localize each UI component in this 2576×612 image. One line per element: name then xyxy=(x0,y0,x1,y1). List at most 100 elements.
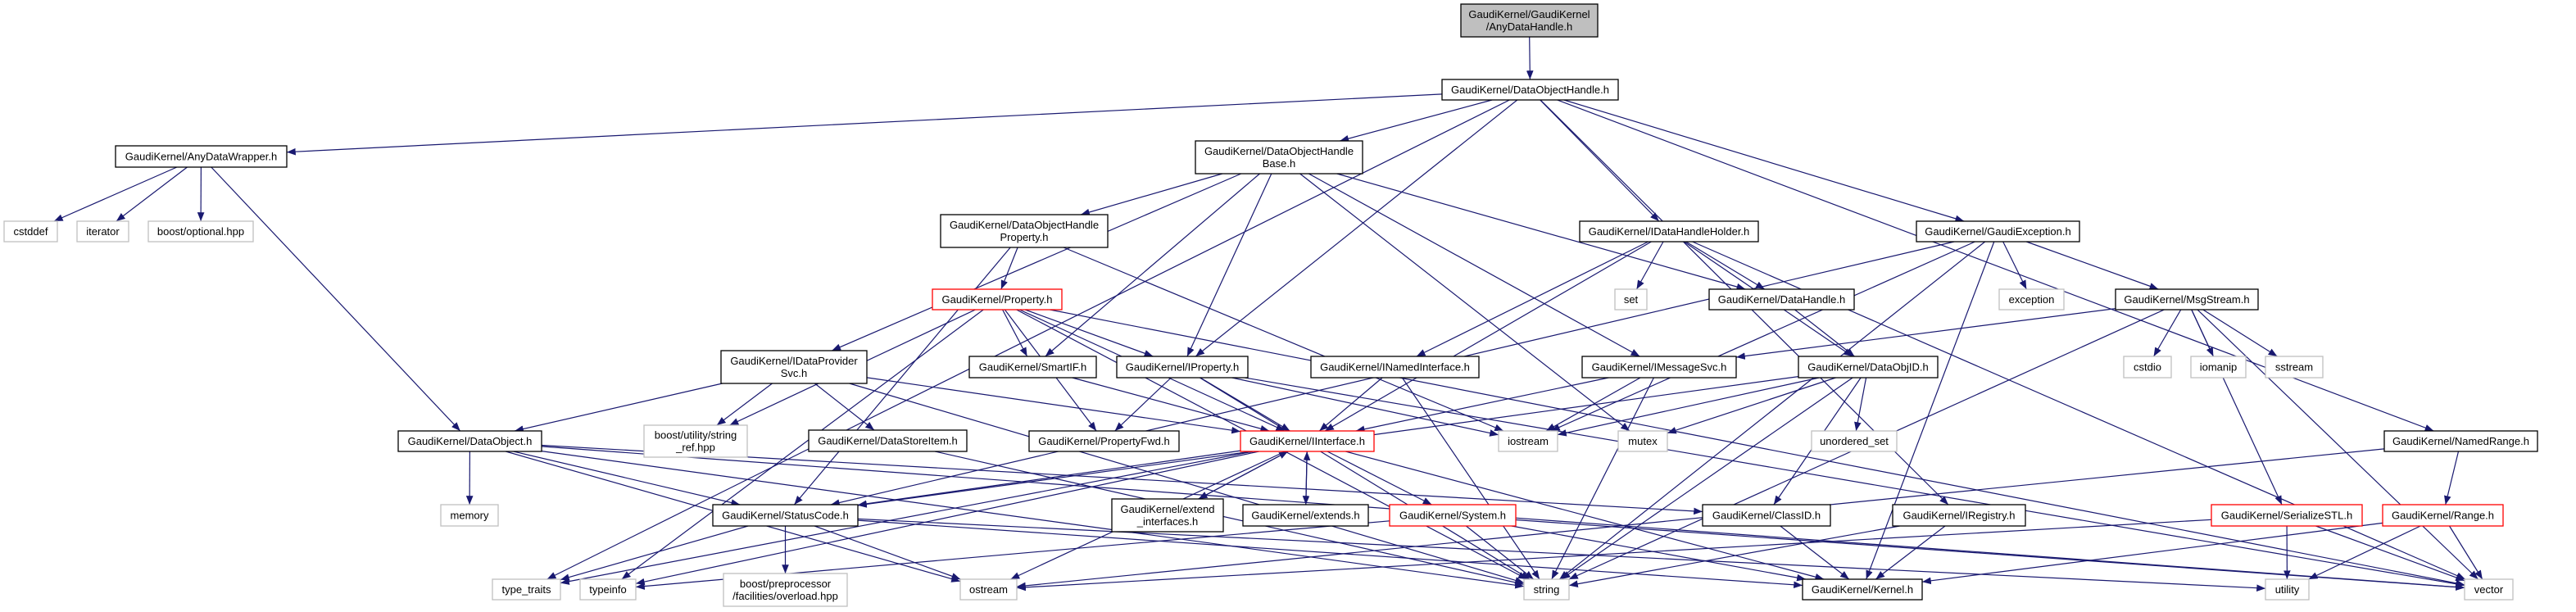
edge-MsgStream-to-sstream xyxy=(2202,309,2278,357)
node-label: Base.h xyxy=(1263,157,1295,170)
edge-AnyDataWrapper-to-DataObject xyxy=(211,166,461,432)
node-IInterface[interactable]: GaudiKernel/IInterface.h xyxy=(1240,430,1375,452)
node-box xyxy=(1702,504,1831,527)
edge-MsgStream-to-vector xyxy=(2197,309,2478,580)
node-label: GaudiKernel/IRegistry.h xyxy=(1903,510,2015,522)
edge-DataObjectHandleBase-to-IMessageSvc xyxy=(1308,173,1640,357)
edge-SerializeSTL-to-ostream xyxy=(1016,519,2212,592)
node-box xyxy=(3,220,58,243)
edge-Range-to-Kernel xyxy=(1921,522,2383,585)
node-box xyxy=(720,350,868,384)
edge-DataObjectHandle-to-IProperty xyxy=(1195,99,1518,357)
edge-IDataHandleHolder-to-DataHandle xyxy=(1685,241,1766,290)
node-label: GaudiKernel/SerializeSTL.h xyxy=(2221,510,2352,522)
edge-DataObjectHandleBase-to-SmartIF xyxy=(1045,173,1260,357)
node-DataObjID[interactable]: GaudiKernel/DataObjID.h xyxy=(1798,356,1939,379)
node-label: sstream xyxy=(2275,361,2313,374)
node-set: set xyxy=(1614,288,1648,311)
edge-GaudiException-to-exception xyxy=(2002,241,2027,290)
node-box xyxy=(492,578,561,601)
edge-IDataProviderSvc-to-string_ref xyxy=(716,383,773,426)
node-box xyxy=(1389,504,1517,527)
node-mutex: mutex xyxy=(1617,430,1668,452)
node-sstream: sstream xyxy=(2265,356,2324,379)
node-SerializeSTL[interactable]: GaudiKernel/SerializeSTL.h xyxy=(2211,504,2363,527)
node-Property[interactable]: GaudiKernel/Property.h xyxy=(932,288,1063,311)
node-MsgStream[interactable]: GaudiKernel/MsgStream.h xyxy=(2115,288,2259,311)
node-label: GaudiKernel/MsgStream.h xyxy=(2124,293,2249,306)
node-box xyxy=(1617,430,1668,452)
edge-DataObjectHandleProperty-to-Property xyxy=(1000,247,1018,290)
node-PropertyFwd[interactable]: GaudiKernel/PropertyFwd.h xyxy=(1028,430,1180,452)
edge-Range-to-vector xyxy=(2448,525,2483,580)
edge-DataObjectHandle-to-GaudiException xyxy=(1563,99,1965,223)
edge-Range-to-utility xyxy=(2308,525,2421,580)
node-Range[interactable]: GaudiKernel/Range.h xyxy=(2382,504,2504,527)
node-label: GaudiKernel/DataStoreItem.h xyxy=(818,435,958,447)
node-System[interactable]: GaudiKernel/System.h xyxy=(1389,504,1517,527)
node-ClassID[interactable]: GaudiKernel/ClassID.h xyxy=(1702,504,1831,527)
node-root[interactable]: GaudiKernel/GaudiKernel/AnyDataHandle.h xyxy=(1460,3,1599,38)
node-label: vector xyxy=(2474,583,2504,596)
node-NamedRange[interactable]: GaudiKernel/NamedRange.h xyxy=(2383,430,2538,452)
node-label: boost/optional.hpp xyxy=(157,225,244,238)
node-StatusCode[interactable]: GaudiKernel/StatusCode.h xyxy=(712,504,859,527)
node-label: GaudiKernel/Property.h xyxy=(942,293,1053,306)
node-DataObject[interactable]: GaudiKernel/DataObject.h xyxy=(397,430,542,452)
node-GaudiException[interactable]: GaudiKernel/GaudiException.h xyxy=(1916,220,2080,243)
node-box xyxy=(1708,288,1855,311)
node-box xyxy=(940,214,1109,248)
node-label: /facilities/overload.hpp xyxy=(732,590,838,602)
node-extends[interactable]: GaudiKernel/extends.h xyxy=(1242,504,1369,527)
node-box xyxy=(1028,430,1180,452)
node-ostream: ostream xyxy=(959,578,1018,601)
node-box xyxy=(2190,356,2247,379)
node-label: GaudiKernel/NamedRange.h xyxy=(2392,435,2529,447)
node-label: GaudiKernel/DataObjectHandle.h xyxy=(1451,84,1609,96)
node-IRegistry[interactable]: GaudiKernel/IRegistry.h xyxy=(1892,504,2026,527)
node-memory: memory xyxy=(440,504,499,527)
node-IProperty[interactable]: GaudiKernel/IProperty.h xyxy=(1116,356,1249,379)
node-SmartIF[interactable]: GaudiKernel/SmartIF.h xyxy=(968,356,1097,379)
node-label: iomanip xyxy=(2200,361,2238,374)
node-label: GaudiKernel/IProperty.h xyxy=(1126,361,1240,374)
edge-INamedInterface-to-string xyxy=(1401,377,1540,580)
node-IDataHandleHolder[interactable]: GaudiKernel/IDataHandleHolder.h xyxy=(1579,220,1759,243)
edge-IProperty-to-string xyxy=(1199,377,1531,580)
node-label: GaudiKernel/IDataHandleHolder.h xyxy=(1589,225,1750,238)
node-iterator: iterator xyxy=(76,220,129,243)
edge-IInterface-to-Kernel xyxy=(1345,451,1825,581)
node-DataHandle[interactable]: GaudiKernel/DataHandle.h xyxy=(1708,288,1855,311)
node-Kernel[interactable]: GaudiKernel/Kernel.h xyxy=(1802,578,1923,601)
node-box xyxy=(1998,288,2065,311)
edge-DataObjectHandle-to-IDataHandleHolder xyxy=(1540,99,1660,222)
edge-DataObjectHandleBase-to-mutex xyxy=(1299,173,1630,432)
node-typeinfo: typeinfo xyxy=(579,578,637,601)
node-box xyxy=(1579,220,1759,243)
node-box xyxy=(1916,220,2080,243)
node-DataObjectHandle[interactable]: GaudiKernel/DataObjectHandle.h xyxy=(1441,79,1619,101)
node-label: unordered_set xyxy=(1820,435,1889,447)
node-label: boost/utility/string xyxy=(655,429,737,442)
edge-IDataProviderSvc-to-string xyxy=(849,383,1525,584)
node-IMessageSvc[interactable]: GaudiKernel/IMessageSvc.h xyxy=(1581,356,1737,379)
edge-IInterface-to-type_traits xyxy=(560,451,1254,585)
node-box xyxy=(2265,578,2310,601)
node-box xyxy=(808,429,968,452)
edge-IProperty-to-vector xyxy=(1245,377,2465,587)
node-AnyDataWrapper[interactable]: GaudiKernel/AnyDataWrapper.h xyxy=(115,145,288,168)
edge-DataObjectHandle-to-DataObjectHandleBase xyxy=(1340,99,1493,143)
node-label: GaudiKernel/DataObject.h xyxy=(408,435,533,447)
node-INamedInterface[interactable]: GaudiKernel/INamedInterface.h xyxy=(1310,356,1480,379)
node-extend_interfaces[interactable]: GaudiKernel/extend_interfaces.h xyxy=(1111,498,1224,533)
node-cstddef: cstddef xyxy=(3,220,58,243)
node-DataStoreItem[interactable]: GaudiKernel/DataStoreItem.h xyxy=(808,429,968,452)
node-exception: exception xyxy=(1998,288,2065,311)
node-box xyxy=(76,220,129,243)
node-label: _ref.hpp xyxy=(675,442,715,454)
node-box xyxy=(579,578,637,601)
edge-IDataHandleHolder-to-INamedInterface xyxy=(1416,241,1649,357)
